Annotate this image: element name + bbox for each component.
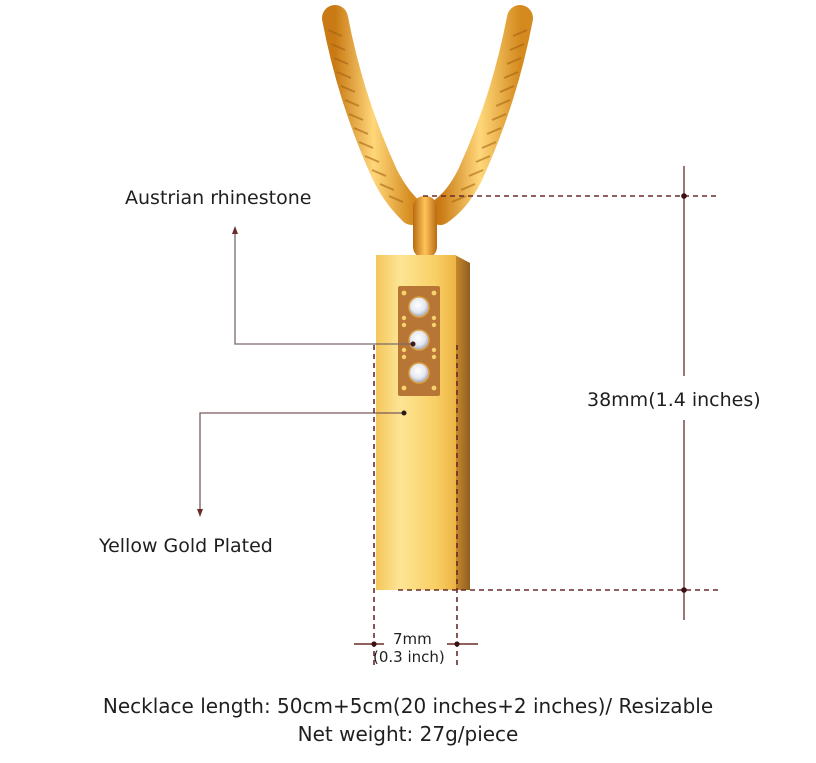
width-mm-label: 7mm: [393, 630, 432, 648]
net-weight-text: Net weight: 27g/piece: [297, 722, 519, 746]
height-dimension-label: 38mm(1.4 inches): [587, 389, 761, 411]
plating-label: Yellow Gold Plated: [99, 535, 273, 557]
rhinestone-1: [408, 296, 430, 318]
pendant-bail: [413, 196, 437, 258]
rhinestone-leader: [234, 232, 413, 345]
width-inch-label: (0.3 inch): [373, 648, 445, 666]
rhinestone-2: [408, 329, 430, 351]
chain-left: [322, 5, 425, 225]
necklace-length-text: Necklace length: 50cm+5cm(20 inches+2 in…: [102, 694, 714, 718]
rhinestone-label: Austrian rhinestone: [125, 187, 312, 209]
rhinestone-3: [408, 362, 430, 384]
